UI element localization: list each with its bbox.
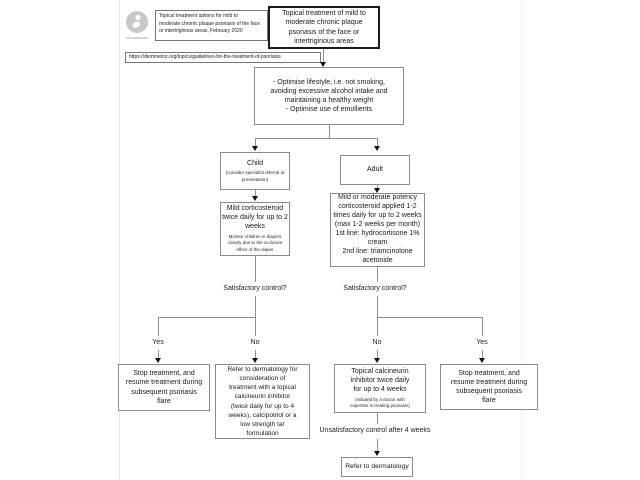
connector-line (377, 317, 482, 318)
node-stop-treatment-right: Stop treatment, and resume treatment dur… (440, 364, 538, 410)
node-refer-consideration: Refer to dermatology for consideration o… (215, 364, 310, 439)
connector-line (158, 350, 159, 358)
child-treatment-main: Mild corticosteroid twice daily for up t… (222, 205, 288, 231)
node-lifestyle: - Optimise lifestyle, i.e. not smoking, … (254, 67, 404, 125)
arrowhead-icon (155, 358, 161, 363)
info-note-text: Topical treatment options for mild to mo… (159, 13, 260, 34)
node-tci: Topical calcineurin inhibitor twice dail… (334, 364, 426, 413)
connector-line (377, 350, 378, 358)
connector-line (377, 267, 378, 282)
refer-derm-text: Refer to dermatology (345, 462, 409, 470)
label-yes-child: Yes (152, 339, 164, 346)
connector-line (377, 296, 378, 317)
info-note-box: Topical treatment options for mild to mo… (155, 10, 268, 41)
arrowhead-icon (374, 358, 380, 363)
tci-main: Topical calcineurin inhibitor twice dail… (350, 367, 410, 394)
arrowhead-icon (479, 358, 485, 363)
connector-line (158, 317, 256, 318)
adult-title: Adult (367, 166, 383, 174)
connector-line (255, 296, 256, 317)
page-edge-left (119, 0, 120, 480)
connector-line (377, 413, 378, 424)
node-child: Child (consider specialist referral at p… (220, 152, 290, 190)
arrowhead-icon (374, 188, 380, 193)
connector-line (158, 317, 159, 336)
title-text: Topical treatment of mild to moderate ch… (282, 10, 366, 45)
page-edge-right (521, 0, 522, 480)
lifestyle-text: - Optimise lifestyle, i.e. not smoking, … (270, 78, 388, 114)
label-satisfactory-control-adult: Satisfactory control? (343, 285, 407, 292)
connector-line (255, 138, 378, 139)
title-box: Topical treatment of mild to moderate ch… (268, 6, 380, 49)
arrowhead-icon (320, 62, 326, 67)
refer-consideration-text: Refer to dermatology for consideration o… (227, 366, 298, 437)
arrowhead-icon (252, 146, 258, 151)
stop-right-text: Stop treatment, and resume treatment dur… (450, 369, 528, 405)
child-title: Child (247, 159, 263, 167)
connector-line (377, 439, 378, 451)
tci-note: (initiated by a doctor with expertise in… (350, 396, 410, 409)
node-refer-dermatology: Refer to dermatology (341, 457, 413, 477)
label-unsatisfactory-control: Unsatisfactory control after 4 weeks (319, 427, 431, 434)
node-adult-treatment: Mild or moderate potency corticosteroid … (330, 193, 425, 267)
stop-left-text: Stop treatment, and resume treatment dur… (125, 370, 203, 405)
arrowhead-icon (252, 196, 258, 201)
connector-line (482, 350, 483, 358)
label-no-adult: No (372, 339, 382, 346)
connector-line (377, 138, 378, 146)
connector-line (255, 256, 256, 282)
connector-line (255, 190, 256, 196)
label-yes-adult: Yes (476, 339, 488, 346)
node-child-treatment: Mild corticosteroid twice daily for up t… (220, 202, 290, 256)
connector-line (377, 317, 378, 336)
child-treatment-note: Monitor children in diapers closely due … (227, 233, 283, 253)
node-stop-treatment-left: Stop treatment, and resume treatment dur… (118, 364, 210, 411)
arrowhead-icon (252, 358, 258, 363)
arrowhead-icon (374, 451, 380, 456)
label-no-child: No (250, 339, 260, 346)
connector-line (255, 350, 256, 358)
connector-line (329, 125, 330, 138)
child-note: (consider specialist referral at present… (225, 169, 285, 182)
dermnet-logo-icon (126, 11, 148, 33)
arrowhead-icon (374, 146, 380, 151)
connector-line (255, 317, 256, 336)
url-box: https://dermnetnz.org/topics/guidelines-… (125, 52, 321, 63)
url-text: https://dermnetnz.org/topics/guidelines-… (129, 53, 281, 60)
connector-line (482, 317, 483, 336)
label-satisfactory-control-child: Satisfactory control? (223, 285, 287, 292)
connector-line (323, 49, 324, 62)
logo-caption (126, 37, 148, 39)
connector-line (255, 138, 256, 146)
connector-line (377, 185, 378, 188)
adult-treatment-main: Mild or moderate potency corticosteroid … (333, 194, 422, 264)
node-adult: Adult (340, 155, 410, 185)
